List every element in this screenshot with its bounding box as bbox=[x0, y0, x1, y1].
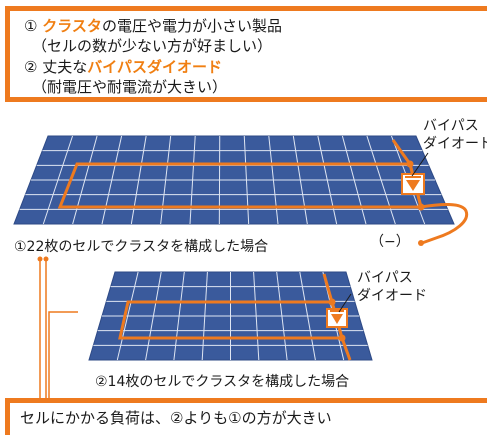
connector-lines bbox=[39, 259, 78, 400]
requirement-2-sub: （耐電圧や耐電流が大きい） bbox=[32, 78, 228, 96]
diode-1-label-line2: ダイオード bbox=[423, 136, 487, 152]
diode-1-label-line1: バイパス bbox=[423, 118, 479, 134]
requirement-1: ① クラスタの電圧や電力が小さい製品 bbox=[24, 17, 282, 35]
connector-dot-2 bbox=[43, 256, 49, 262]
panel-1-caption: ①22枚のセルでクラスタを構成した場合 bbox=[14, 239, 268, 255]
requirement-2-prefix: 丈夫な bbox=[42, 58, 88, 76]
solar-panel-1: バイパス ダイオード （−） bbox=[13, 118, 487, 250]
requirement-1-sub: （セルの数が少ない方が好ましい） bbox=[32, 37, 273, 55]
requirement-1-text: の電圧や電力が小さい製品 bbox=[101, 17, 282, 35]
connector-dot-1 bbox=[37, 256, 43, 262]
diode-2-label-line2: ダイオード bbox=[357, 288, 427, 304]
panel-1-output-wire bbox=[420, 203, 469, 245]
panel-1-node-bottom bbox=[417, 203, 425, 211]
requirement-1-highlight: クラスタ bbox=[42, 17, 102, 35]
diode-1-leader bbox=[411, 152, 429, 177]
panel-1-terminal bbox=[418, 240, 424, 246]
panel-2-caption: ②14枚のセルでクラスタを構成した場合 bbox=[95, 374, 349, 390]
requirement-2-number: ② bbox=[24, 58, 38, 76]
diode-2-icon bbox=[326, 308, 348, 328]
conclusion-text: セルにかかる負荷は、②よりも①の方が大きい bbox=[20, 409, 332, 427]
diode-2-leader bbox=[338, 293, 352, 313]
requirement-1-number: ① bbox=[24, 17, 38, 35]
solar-panel-2: バイパス ダイオード bbox=[88, 270, 427, 361]
requirements-box: ① クラスタの電圧や電力が小さい製品 （セルの数が少ない方が好ましい） ② 丈夫… bbox=[5, 6, 487, 102]
requirement-2: ② 丈夫なバイパスダイオード bbox=[24, 58, 222, 76]
panel-1-grid bbox=[19, 135, 448, 225]
requirement-2-highlight: バイパスダイオード bbox=[87, 58, 222, 76]
diode-1-icon bbox=[401, 173, 425, 195]
panel-2-node-bottom bbox=[338, 334, 346, 342]
conclusion-box: セルにかかる負荷は、②よりも①の方が大きい bbox=[5, 398, 487, 435]
terminal-label: （−） bbox=[370, 234, 410, 250]
panel-2-node-top bbox=[328, 298, 336, 306]
diode-2-label-line1: バイパス bbox=[357, 270, 413, 286]
panel-1-node-top bbox=[406, 160, 414, 168]
